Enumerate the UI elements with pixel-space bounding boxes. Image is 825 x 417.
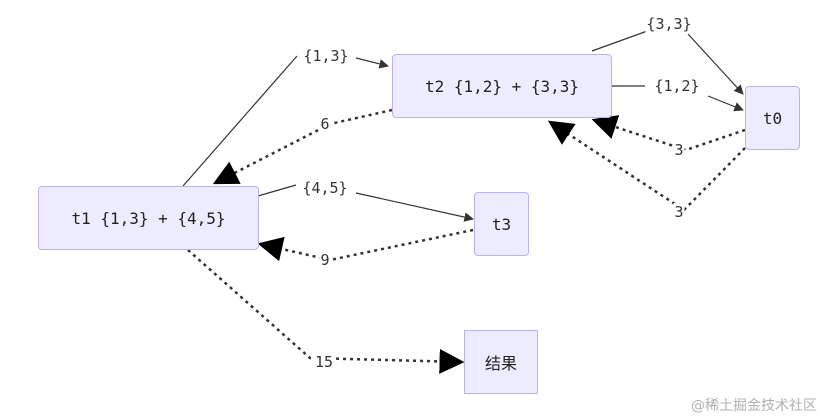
edge-label-t2-t0-b: {1,2} <box>653 77 701 95</box>
edge-t0-to-t2-b <box>547 120 746 212</box>
node-t3: t3 <box>474 192 529 256</box>
edge-t2-to-t0-a <box>591 29 743 94</box>
edge-label-t0-t2-b: 3 <box>673 203 685 221</box>
watermark-text: @稀土掘金技术社区 <box>691 398 817 414</box>
node-t2: t2 {1,2} + {3,3} <box>392 54 612 118</box>
node-t0: t0 <box>745 86 800 150</box>
edge-label-t1-result: 15 <box>313 353 335 371</box>
edge-label-t1-t2: {1,3} <box>302 47 350 65</box>
edge-t1-to-result <box>187 249 465 374</box>
edge-label-t0-t2-a: 3 <box>673 141 685 159</box>
edge-label-t1-t3: {4,5} <box>301 179 349 197</box>
edge-t1-to-t3 <box>257 184 473 219</box>
edge-label-t2-t0-a: {3,3} <box>645 15 693 33</box>
edge-t3-to-t1 <box>257 228 474 262</box>
edge-label-t3-t1: 9 <box>319 251 331 269</box>
edge-t2-to-t1 <box>212 108 393 185</box>
edge-t1-to-t2 <box>182 55 388 187</box>
edge-t0-to-t2-a <box>591 115 746 152</box>
node-result: 结果 <box>464 330 538 394</box>
node-t1: t1 {1,3} + {4,5} <box>38 186 259 250</box>
edge-t2-to-t0-b <box>612 85 743 110</box>
edge-label-t2-t1: 6 <box>319 115 331 133</box>
